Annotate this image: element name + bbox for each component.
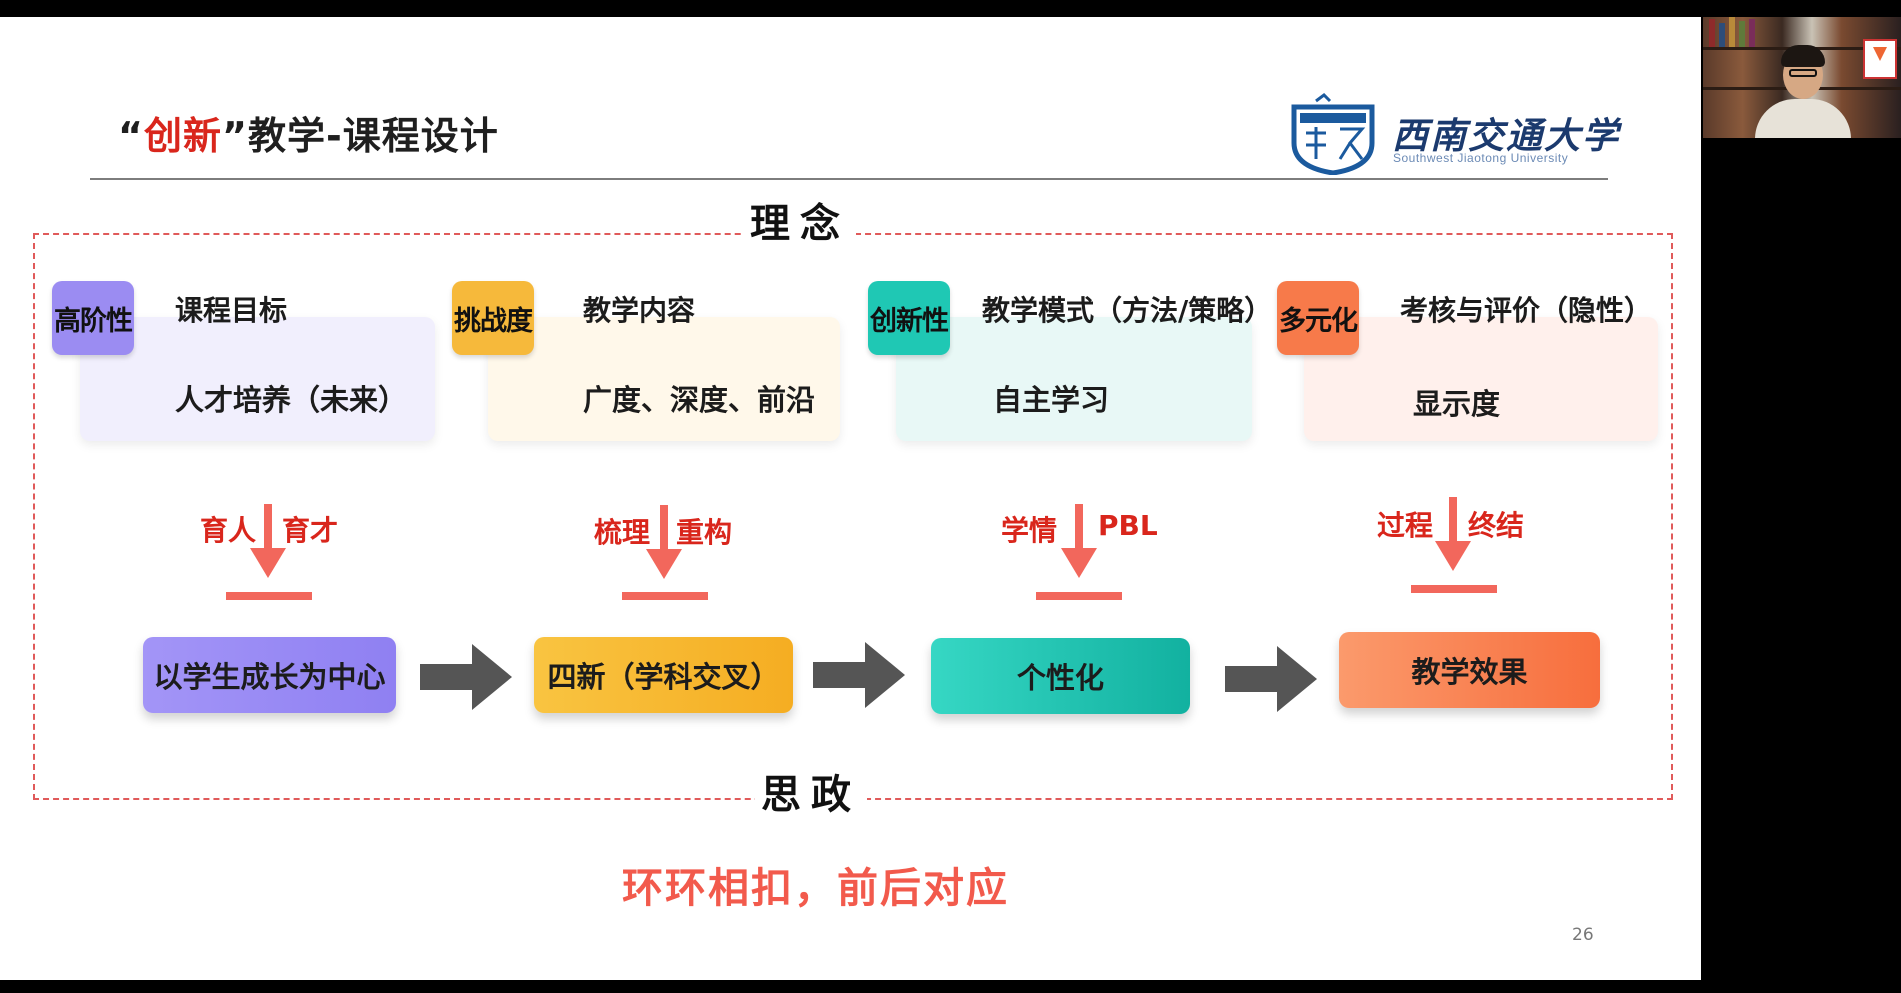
flow-arrow-1-icon bbox=[420, 644, 512, 710]
poster-icon bbox=[1863, 39, 1897, 79]
label-right-4: 终结 bbox=[1468, 509, 1525, 542]
card-text-goal: 人才培养（未来） bbox=[175, 383, 408, 417]
label-left-3: 学情 bbox=[1001, 514, 1058, 547]
webcam-thumbnail[interactable] bbox=[1703, 17, 1901, 138]
down-arrow-4-icon bbox=[1435, 497, 1471, 571]
person-torso bbox=[1755, 99, 1851, 138]
card-text-assessment: 显示度 bbox=[1413, 387, 1501, 421]
flow-arrow-3-icon bbox=[1225, 646, 1317, 712]
frame-bottom-label: 思政 bbox=[755, 762, 867, 820]
label-left-2: 梳理 bbox=[594, 516, 651, 549]
down-arrow-3-icon bbox=[1061, 504, 1097, 578]
tag-challenge: 挑战度 bbox=[452, 281, 534, 355]
university-name-cn: 西南交通大学 bbox=[1392, 115, 1621, 157]
dash-bar-4 bbox=[1411, 585, 1497, 593]
bottom-summary: 环环相扣，前后对应 bbox=[622, 864, 1009, 912]
column-title-mode: 教学模式（方法/策略） bbox=[982, 294, 1273, 327]
card-text-mode: 自主学习 bbox=[993, 383, 1110, 417]
university-name-en: Southwest Jiaotong University bbox=[1393, 151, 1569, 165]
slide: “创新”教学-课程设计 西南交通大学 Southwest Jiaotong Un… bbox=[0, 17, 1701, 980]
label-left-1: 育人 bbox=[200, 514, 257, 547]
dash-bar-1 bbox=[226, 592, 312, 600]
card-mode bbox=[896, 317, 1252, 441]
label-right-3: PBL bbox=[1098, 509, 1158, 542]
dash-bar-2 bbox=[622, 592, 708, 600]
university-emblem-icon bbox=[1291, 93, 1375, 175]
card-content bbox=[488, 317, 840, 441]
card-text-content: 广度、深度、前沿 bbox=[583, 383, 816, 417]
tag-innovation: 创新性 bbox=[868, 281, 950, 355]
flow-box-personalized: 个性化 bbox=[931, 638, 1190, 714]
column-title-assessment: 考核与评价（隐性） bbox=[1400, 294, 1653, 327]
glasses-icon bbox=[1789, 69, 1817, 77]
column-title-goal: 课程目标 bbox=[175, 294, 288, 327]
frame-top-label: 理念 bbox=[744, 191, 856, 249]
dash-bar-3 bbox=[1036, 592, 1122, 600]
label-right-1: 育才 bbox=[282, 514, 339, 547]
card-assessment bbox=[1304, 317, 1658, 441]
title-underline bbox=[90, 178, 1608, 180]
tag-high-order: 高阶性 bbox=[52, 281, 134, 355]
label-left-4: 过程 bbox=[1377, 509, 1434, 542]
label-right-2: 重构 bbox=[676, 516, 733, 549]
flow-box-teaching-effect: 教学效果 bbox=[1339, 632, 1600, 708]
card-goal bbox=[80, 317, 435, 441]
flow-arrow-2-icon bbox=[813, 642, 905, 708]
title-rest: 教学-课程设计 bbox=[247, 114, 499, 158]
flow-box-four-new: 四新（学科交叉） bbox=[534, 637, 793, 713]
down-arrow-1-icon bbox=[250, 504, 286, 578]
title-quote-open: “ bbox=[118, 114, 144, 158]
slide-title: “创新”教学-课程设计 bbox=[118, 105, 499, 160]
column-title-content: 教学内容 bbox=[583, 294, 696, 327]
page-number: 26 bbox=[1572, 925, 1594, 945]
tag-diversity: 多元化 bbox=[1277, 281, 1359, 355]
title-quote-close: ” bbox=[222, 114, 248, 158]
title-highlight: 创新 bbox=[143, 114, 222, 158]
flow-box-student-centered: 以学生成长为中心 bbox=[143, 637, 396, 713]
down-arrow-2-icon bbox=[646, 505, 682, 579]
